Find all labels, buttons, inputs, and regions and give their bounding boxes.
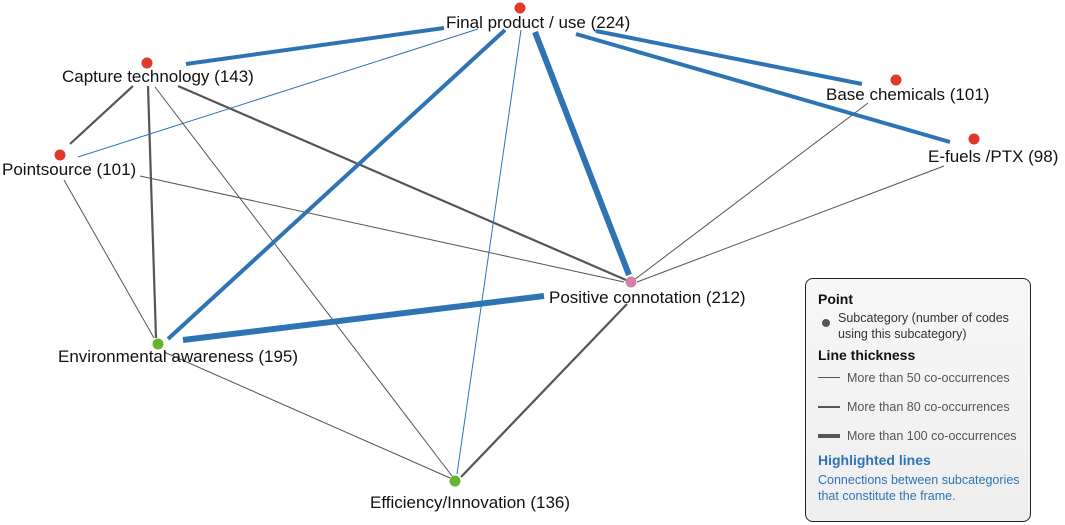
edge-efuels-positive: [636, 165, 945, 283]
legend-thin-label: More than 50 co-occurrences: [847, 370, 1010, 385]
node-label-capture: Capture technology (143): [62, 67, 254, 86]
legend-thick-row: More than 100 co-occurrences: [818, 421, 1020, 450]
node-base: [890, 74, 902, 86]
node-label-final: Final product / use (224): [446, 13, 630, 32]
edge-final-base: [595, 29, 863, 86]
legend-thick-line-icon: [818, 433, 840, 438]
node-label-eff: Efficiency/Innovation (136): [370, 493, 570, 512]
legend-point-dot-icon: [822, 319, 830, 327]
legend-point-heading: Point: [818, 291, 853, 307]
legend-highlight-text: Connections between subcategories that c…: [818, 473, 1020, 503]
node-label-positive: Positive connotation (212): [549, 288, 746, 307]
edge-capture-eff: [154, 86, 453, 477]
legend-medium-label: More than 80 co-occurrences: [847, 399, 1010, 414]
edge-capture-positive: [177, 84, 627, 282]
edge-final-positive: [532, 30, 632, 277]
edge-final-efuels: [575, 32, 951, 144]
edge-capture-point: [69, 85, 134, 145]
legend-medium-row: More than 80 co-occurrences: [818, 392, 1020, 421]
node-eff: [449, 475, 461, 487]
legend-thin-row: More than 50 co-occurrences: [818, 363, 1020, 392]
legend-thickness-heading: Line thickness: [818, 347, 916, 363]
edge-point-env: [63, 179, 155, 339]
legend-thick-label: More than 100 co-occurrences: [847, 428, 1017, 443]
legend-highlight-heading: Highlighted lines: [818, 452, 931, 468]
node-label-point: Pointsource (101): [2, 160, 136, 179]
legend-medium-line-icon: [818, 405, 840, 408]
legend-box: Point Subcategory (number of codes using…: [805, 278, 1031, 522]
edge-capture-env: [146, 85, 158, 339]
edge-final-eff: [456, 29, 522, 475]
node-label-efuels: E-fuels /PTX (98): [928, 147, 1058, 166]
legend-point-text: Subcategory (number of codes using this …: [838, 311, 1009, 341]
node-label-base: Base chemicals (101): [826, 85, 989, 104]
node-layer: Final product / use (224) Capture technol…: [2, 2, 1058, 512]
node-label-env: Environmental awareness (195): [58, 347, 298, 366]
node-efuels: [968, 133, 980, 145]
edge-env-positive: [182, 293, 545, 343]
edge-layer: [63, 26, 951, 479]
legend-thin-line-icon: [818, 377, 840, 378]
edge-positive-eff: [460, 303, 628, 478]
node-point: [54, 149, 66, 161]
edge-final-env: [166, 28, 507, 341]
node-capture: [141, 57, 153, 69]
node-env: [152, 338, 164, 350]
legend-point-row: Subcategory (number of codes using this …: [818, 310, 1020, 342]
edge-env-eff: [163, 351, 451, 479]
edge-final-point: [77, 28, 479, 158]
edge-point-positive: [139, 175, 625, 283]
node-final: [514, 2, 526, 14]
node-positive: [625, 276, 637, 288]
edge-final-capture: [185, 26, 445, 66]
edge-base-positive: [633, 102, 869, 281]
